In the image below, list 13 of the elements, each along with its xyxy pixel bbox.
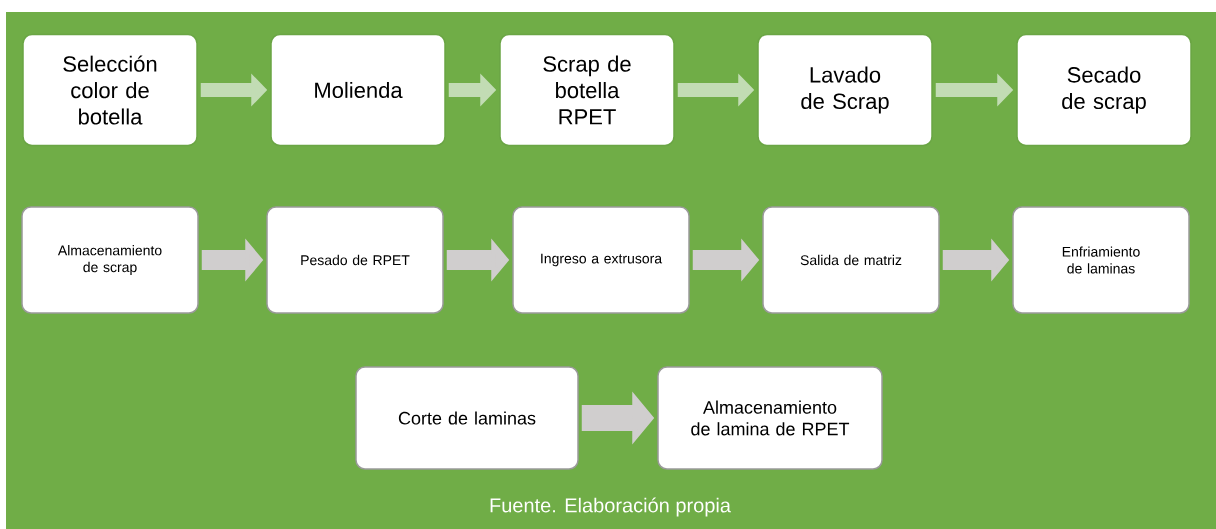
process-box: Corte de laminas (355, 366, 579, 470)
process-box: Selección color de botella (22, 33, 198, 147)
process-box: Ingreso a extrusora (512, 206, 690, 314)
process-box: Almacenamiento de lamina de RPET (657, 366, 883, 470)
process-box: Lavado de Scrap (757, 33, 933, 147)
process-box: Salida de matriz (762, 206, 940, 314)
process-box: Secado de scrap (1016, 33, 1192, 147)
process-box: Pesado de RPET (266, 206, 444, 314)
process-box: Molienda (270, 33, 446, 147)
process-box: Enfriamiento de laminas (1012, 206, 1190, 314)
process-box: Scrap de botella RPET (499, 33, 675, 147)
caption: Fuente. Elaboración propia (490, 497, 731, 517)
process-box: Almacenamiento de scrap (21, 206, 199, 314)
